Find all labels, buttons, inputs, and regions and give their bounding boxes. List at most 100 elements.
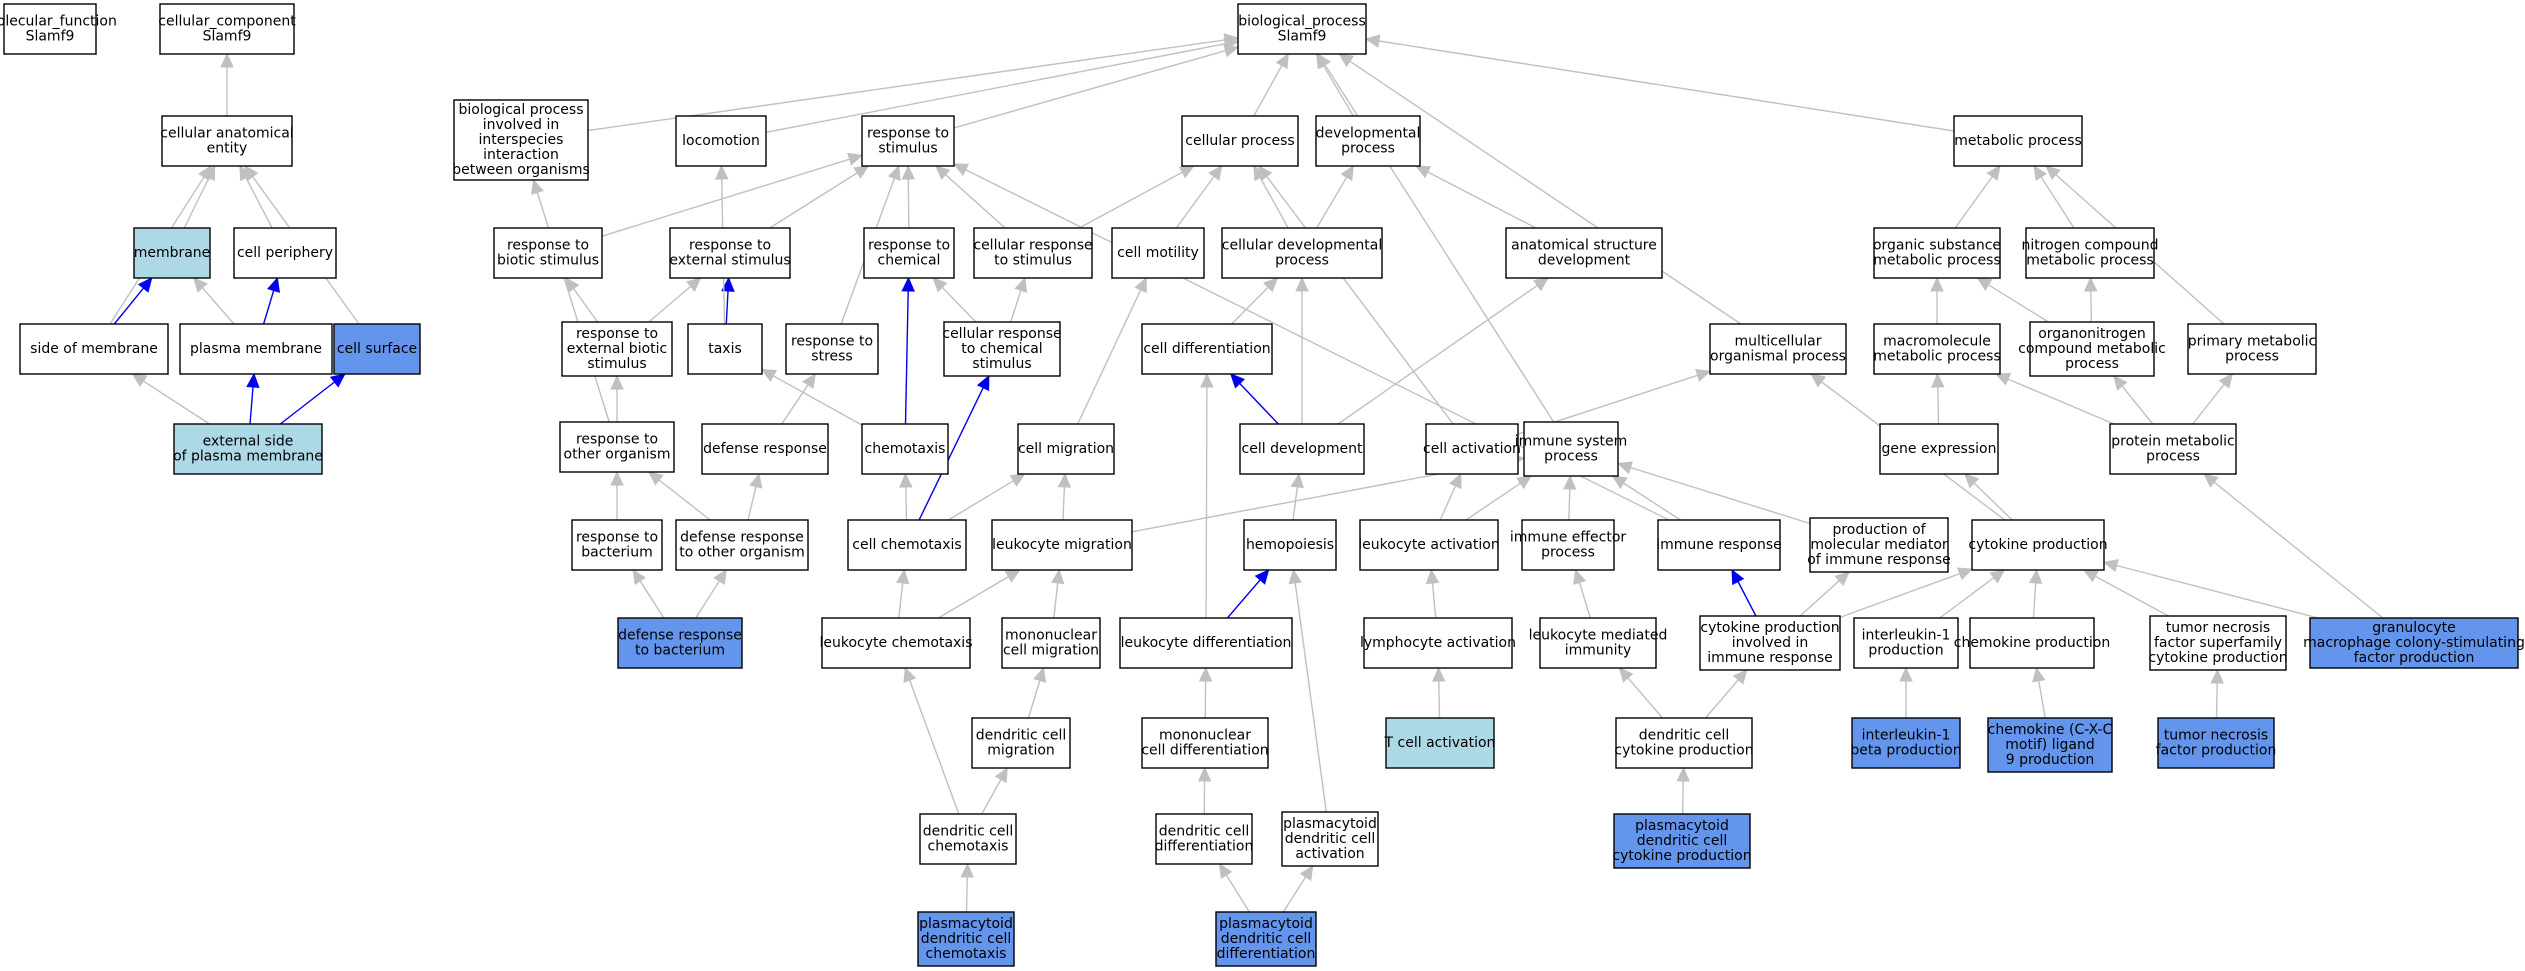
node-lact[interactable]: leukocyte activation [1358, 519, 1500, 571]
node-cp[interactable]: cellular process [1181, 115, 1299, 167]
node-ge[interactable]: gene expression [1879, 423, 1999, 475]
edge-line [1630, 466, 1811, 525]
node-loco[interactable]: locomotion [675, 115, 767, 167]
node-chemo[interactable]: chemotaxis [861, 423, 949, 475]
node-label-line: defense response [618, 628, 742, 644]
node-som[interactable]: side of membrane [19, 323, 169, 375]
node-pm[interactable]: plasma membrane [179, 323, 333, 375]
node-label-line: process [1544, 449, 1598, 465]
node-label-line: cell chemotaxis [852, 537, 961, 553]
edge-line [2213, 481, 2384, 619]
node-label-line: chemokine (C-X-C [1988, 722, 2113, 738]
node-cs[interactable]: cell surface [333, 323, 421, 375]
edge-arrowhead [2028, 568, 2043, 584]
edge-arrowhead [1262, 277, 1279, 293]
node-cmig[interactable]: cell migration [1017, 423, 1115, 475]
node-lchemo[interactable]: leukocyte chemotaxis [819, 617, 973, 669]
node-cdiff[interactable]: cell differentiation [1141, 323, 1273, 375]
edge-line [945, 174, 1006, 229]
node-box [861, 115, 955, 167]
edge-line [183, 177, 210, 229]
node-dr[interactable]: defense response [701, 423, 829, 475]
edge-protmp-to-pmp [2192, 373, 2234, 425]
node-lmig[interactable]: leukocyte migration [991, 519, 1133, 571]
node-label-line: tumor necrosis [2164, 728, 2268, 744]
node-lyact[interactable]: lymphocyte activation [1360, 617, 1516, 669]
node-cchemo[interactable]: cell chemotaxis [847, 519, 967, 571]
node-cmot[interactable]: cell motility [1111, 227, 1205, 279]
node-chemop[interactable]: chemokine production [1954, 617, 2111, 669]
node-metp[interactable]: metabolic process [1953, 115, 2083, 167]
node-cytp[interactable]: cytokine production [1968, 519, 2108, 571]
node-ldiff[interactable]: leukocyte differentiation [1119, 617, 1293, 669]
node-cact[interactable]: cell activation [1423, 423, 1521, 475]
node-box [1017, 423, 1115, 475]
edge-arrowhead [2045, 165, 2061, 181]
node-taxis[interactable]: taxis [687, 323, 763, 375]
node-label-line: factor superfamily [2154, 635, 2282, 651]
node-ir[interactable]: immune response [1656, 519, 1782, 571]
node-hemo[interactable]: hemopoiesis [1243, 519, 1337, 571]
node-cdev[interactable]: cell development [1239, 423, 1365, 475]
node-cper[interactable]: cell periphery [233, 227, 337, 279]
node-membrane[interactable]: membrane [133, 227, 211, 279]
edge-tnfp-to-tnfsf [2210, 668, 2224, 719]
node-box [1155, 813, 1253, 865]
edge-line [1681, 780, 1684, 815]
edge-cchemo-to-chemo [899, 472, 913, 521]
node-label-line: plasmacytoid [1635, 818, 1729, 834]
node-tcact[interactable]: T cell activation [1384, 717, 1496, 769]
